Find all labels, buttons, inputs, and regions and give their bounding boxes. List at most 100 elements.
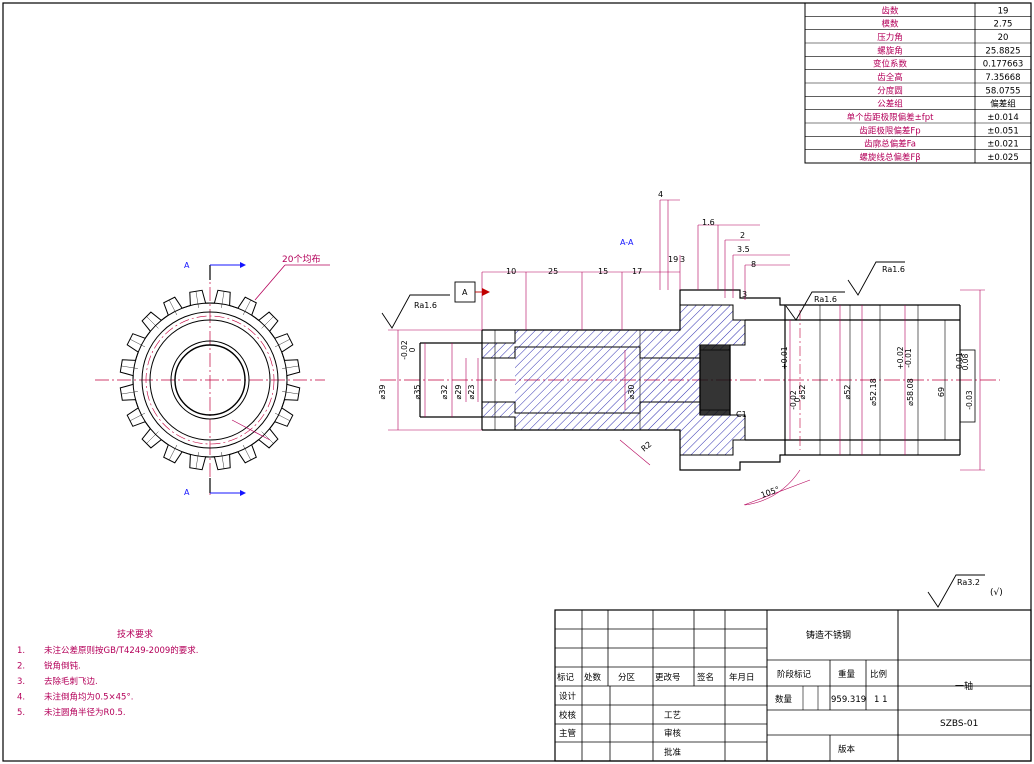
version-label: 版本 [838, 744, 856, 755]
section-mark-top: A [184, 261, 190, 270]
header-col-4: 签名 [697, 672, 714, 683]
param-label: 齿全高 [877, 72, 903, 83]
gear-end-view [95, 265, 325, 495]
param-label: 压力角 [877, 32, 903, 43]
note-text: 未注公差原则按GB/T4249-2009的要求. [44, 645, 199, 656]
tolerance-label: +0.02 [896, 346, 905, 369]
axial-dim-label: 4 [658, 190, 663, 199]
main-design-label: 主管 [559, 728, 576, 739]
note-number: 5. [17, 708, 25, 718]
param-value: 19 [998, 6, 1009, 16]
note-number: 2. [17, 662, 25, 672]
note-text: 未注圆角半径为R0.5. [44, 707, 126, 718]
section-mark-bottom: A [184, 488, 190, 497]
general-roughness: Ra3.2 (√) [927, 574, 1003, 608]
diameter-label: 69 [937, 387, 946, 397]
weight-label: 重量 [838, 669, 856, 680]
section-view: A-A [378, 190, 1000, 506]
tooth-line [221, 452, 225, 469]
axial-dim-label: 8 [751, 260, 756, 269]
note-text: 未注倒角均为0.5×45°. [44, 692, 133, 703]
general-roughness-symbol: Ra3.2 [957, 578, 980, 587]
tooth-line [221, 291, 225, 308]
tooth-line [261, 431, 274, 444]
tolerance-label: 0.08 [961, 353, 970, 370]
param-value: ±0.021 [987, 140, 1018, 150]
tooth-line [168, 299, 178, 316]
axial-dim-label: 19 [668, 255, 678, 264]
header-col-0: 标记 [557, 672, 575, 683]
tooth-line [168, 444, 178, 461]
weight-value: 959.319 [831, 695, 866, 705]
param-value: 20 [998, 33, 1009, 43]
radius-label: R2 [640, 440, 654, 454]
inner-lines [494, 305, 946, 455]
teeth-leader: 20个均布 [231, 253, 330, 441]
design-label: 设计 [559, 691, 577, 702]
note-number: 3. [17, 677, 25, 687]
shaft-core-hatch [515, 347, 640, 413]
angle-label: 105° [760, 485, 781, 500]
teeth-note: 20个均布 [282, 253, 320, 265]
notes-title: 技术要求 [117, 628, 153, 640]
header-col-2: 分区 [618, 673, 636, 683]
svg-text:Ra1.6: Ra1.6 [814, 295, 837, 304]
tooth-line [242, 299, 252, 316]
datum-a: A [454, 281, 490, 303]
param-label: 齿数 [881, 5, 899, 16]
bore-circle [174, 344, 246, 416]
axial-dim-label: 3.5 [737, 245, 750, 254]
diameter-label: ⌀52.18 [869, 378, 878, 406]
param-value: ±0.025 [987, 153, 1018, 163]
param-label: 模数 [881, 19, 899, 30]
tooth-line [282, 391, 299, 395]
param-value: 58.0755 [985, 86, 1020, 96]
diameter-label: ⌀52 [798, 385, 807, 400]
tooth-line [121, 365, 138, 369]
param-label: 齿距极限偏差Fp [859, 125, 920, 136]
axial-dim-label: 1.6 [702, 218, 715, 227]
axial-dim-label: 3 [680, 255, 685, 264]
param-value: 偏差组 [990, 99, 1016, 110]
approve-label: 批准 [664, 747, 682, 758]
axial-dim-label: 25 [548, 267, 558, 276]
review-label: 审核 [664, 728, 682, 739]
tooth-line [146, 316, 159, 329]
param-label: 螺旋角 [877, 45, 903, 56]
axial-dim-label: 2 [740, 231, 745, 240]
tolerance-label: -0.02 [789, 390, 798, 410]
header-col-1: 处数 [584, 672, 602, 683]
section-title: A-A [620, 238, 634, 247]
tolerance-frame [959, 349, 976, 423]
hub-outer-circle [141, 311, 279, 449]
svg-text:A: A [462, 288, 468, 297]
section-cut-top: A [184, 261, 246, 280]
tooth-line [195, 291, 199, 308]
svg-text:Ra1.6: Ra1.6 [882, 265, 905, 274]
title-block [554, 609, 1032, 762]
tolerance-label: -0.03 [965, 390, 974, 410]
tooth-line [282, 365, 299, 369]
diameter-label: ⌀23 [467, 385, 476, 400]
diameter-label: ⌀29 [454, 385, 463, 400]
tooth-line [274, 338, 291, 348]
param-label: 公差组 [877, 99, 903, 110]
technical-notes: 技术要求 1.未注公差原则按GB/T4249-2009的要求.2.锐角倒钝.3.… [17, 628, 199, 718]
tooth-line [242, 444, 252, 461]
param-value: 0.177663 [983, 60, 1024, 70]
tooth-line [195, 452, 199, 469]
tolerance-label: 0 [408, 347, 417, 352]
note-number: 4. [17, 693, 25, 703]
scale-value: 1 1 [874, 695, 888, 705]
part-name: 一轴 [955, 680, 973, 692]
axial-dim-label: 10 [506, 267, 516, 276]
pitch-circle [145, 315, 275, 445]
tooth-line [261, 316, 274, 329]
param-label: 变位系数 [873, 59, 908, 70]
param-value: ±0.051 [987, 126, 1018, 136]
note-number: 1. [17, 646, 25, 656]
